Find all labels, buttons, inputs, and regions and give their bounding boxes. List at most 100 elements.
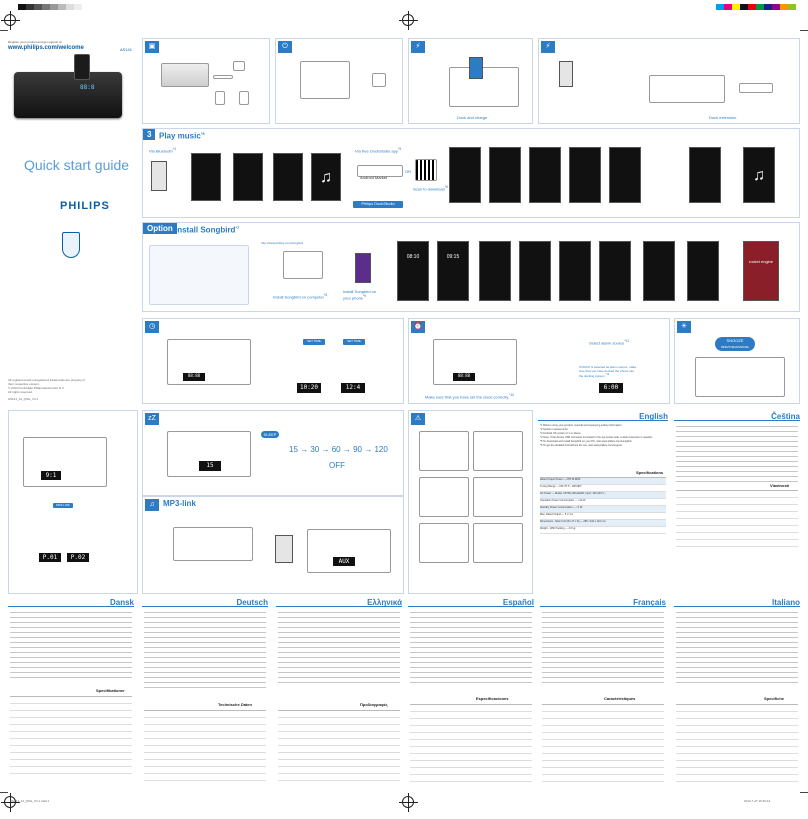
philips-shield-logo bbox=[62, 232, 80, 258]
francais-spec-title: Caractéristiques bbox=[604, 696, 636, 701]
songbird-screen-5 bbox=[559, 241, 591, 301]
product-image: 88:8 bbox=[14, 54, 122, 118]
color-swatch-bar bbox=[716, 4, 796, 10]
set-time-button-2[interactable]: SET TIME bbox=[343, 339, 365, 345]
espanol-spec-table bbox=[410, 704, 532, 782]
songbird-screen-4 bbox=[519, 241, 551, 301]
play-music-title: Play music*3 bbox=[159, 131, 205, 141]
bt-screen-1 bbox=[191, 153, 221, 201]
dansk-heading-bar: Dansk bbox=[8, 598, 134, 607]
panel-set-clock: ◷ 88:88 SET TIME SET TIME 10:20 12:4 bbox=[142, 318, 404, 404]
songbird-screen-album: rocket engine bbox=[743, 241, 779, 301]
booklet-1 bbox=[215, 91, 225, 105]
espanol-spec-title: Especificaciones bbox=[476, 696, 509, 701]
extension-dock-closeup bbox=[649, 75, 725, 103]
cestina-spec-title: Vlastnosti bbox=[770, 483, 790, 488]
cestina-heading-bar: Čeština bbox=[674, 412, 800, 421]
songbird-phone bbox=[355, 253, 371, 283]
ellinika-text-lines bbox=[278, 612, 400, 687]
sleep-button[interactable]: SLEEP bbox=[261, 431, 279, 438]
app-screen-4 bbox=[569, 147, 601, 203]
italiano-text-lines bbox=[676, 612, 798, 687]
speaker-back-view bbox=[300, 61, 350, 99]
snooze-button[interactable]: SNOOZE BRIGHTNESS/SNOOZE bbox=[715, 337, 755, 351]
panel-install-songbird: Option Install Songbird*7 http://www.phi… bbox=[142, 222, 800, 312]
crop-line bbox=[0, 792, 8, 793]
extension-piece bbox=[739, 83, 773, 93]
speaker-dock-view bbox=[449, 67, 519, 107]
sleep-sequence: 15 → 30 → 60 → 90 → 120 bbox=[289, 445, 388, 454]
songbird-url[interactable]: http://www.philips.com/songbird bbox=[261, 241, 304, 245]
safety-illustration-4 bbox=[473, 477, 523, 517]
warning-icon: ⚠ bbox=[411, 413, 425, 425]
francais-spec-table bbox=[542, 704, 664, 782]
cestina-text-lines bbox=[676, 426, 798, 486]
via-bluetooth-label: Via Bluetooth*4 bbox=[149, 147, 176, 154]
footer-file-name: AS141_12_QSG_V4.1.indd 1 bbox=[10, 799, 50, 803]
crop-line bbox=[800, 792, 808, 793]
usb-extension bbox=[213, 75, 233, 79]
scan-to-download-label: Scan to download*6 bbox=[413, 185, 448, 192]
registration-mark-top-left bbox=[1, 11, 20, 30]
phone-top-connector bbox=[559, 61, 573, 87]
francais-heading-bar: Français bbox=[540, 598, 666, 607]
cestina-spec-table bbox=[676, 490, 798, 547]
panel-play-music: 3 Play music*3 Via Bluetooth*4 ♫ Via fre… bbox=[142, 128, 800, 218]
italiano-spec-table bbox=[676, 704, 798, 782]
footer-timestamp: 2012-7-27 15:40:12 bbox=[744, 799, 771, 803]
sync-diagram bbox=[149, 245, 249, 305]
set-time-button-1[interactable]: SET TIME bbox=[303, 339, 325, 345]
italiano-spec-title: Specifiche bbox=[764, 696, 785, 701]
sleep-icon: zZ bbox=[145, 413, 159, 425]
francais-heading: Français bbox=[633, 598, 666, 607]
make-sure-clock-note: Make sure that you have set the clock co… bbox=[425, 393, 515, 400]
safety-illustration-6 bbox=[473, 523, 523, 563]
clock-lcd: 88:88 bbox=[183, 373, 205, 381]
english-spec-table: Rated Output Power — 2X5 W RMS Tuning Ra… bbox=[540, 477, 666, 534]
register-line: Register your product and get support at bbox=[8, 40, 62, 44]
deutsch-text-lines bbox=[144, 612, 266, 692]
dock-extension-label: Dock extension bbox=[709, 115, 737, 120]
mp3-link-icon: ♫ bbox=[145, 499, 159, 511]
panel-dock-and-charge: ⚡ Dock and charge bbox=[408, 38, 533, 124]
product-clock-display: 88:8 bbox=[80, 84, 95, 91]
brightness-icon: ☀ bbox=[677, 321, 691, 333]
safety-illustration-5 bbox=[419, 523, 469, 563]
alarm-time-display: 6:00 bbox=[599, 383, 623, 393]
model-number: AS141 bbox=[120, 47, 133, 52]
safety-illustration-1 bbox=[419, 431, 469, 471]
app-screen-1 bbox=[449, 147, 481, 203]
ellinika-spec-title: Προδιαγραφές bbox=[360, 702, 388, 707]
bt-screen-3 bbox=[273, 153, 303, 201]
panel-what-in-box: ▣ bbox=[142, 38, 270, 124]
espanol-heading-bar: Español bbox=[408, 598, 534, 607]
dansk-text-lines bbox=[10, 612, 132, 682]
dansk-heading: Dansk bbox=[109, 598, 134, 607]
speaker-aux-view bbox=[307, 529, 391, 573]
panel-dock-extension: ⚡ Dock extension bbox=[538, 38, 800, 124]
crop-line bbox=[800, 30, 808, 31]
legal-notice: All registered and unregistered trademar… bbox=[8, 378, 86, 401]
box-icon: ▣ bbox=[145, 41, 159, 53]
english-notes: *1 Before using your product, read all a… bbox=[540, 424, 653, 447]
dock-step-icon: ⚡ bbox=[411, 41, 425, 53]
panel-sleep-timer: zZ 15 SLEEP 15 → 30 → 60 → 90 → 120 OFF bbox=[142, 410, 404, 496]
qr-code[interactable] bbox=[415, 159, 437, 181]
speaker-preset-view bbox=[23, 437, 107, 487]
mp3-link-button[interactable]: MP3-LINK bbox=[53, 503, 73, 508]
step-3-number: 3 bbox=[143, 129, 156, 140]
welcome-url[interactable]: www.philips.com/welcome bbox=[8, 45, 84, 51]
songbird-screen-8 bbox=[687, 241, 719, 301]
registration-mark-top-center bbox=[399, 11, 418, 30]
or-label: OR bbox=[405, 169, 411, 174]
alarm-lcd: 88:88 bbox=[453, 373, 475, 381]
android-market-badge[interactable]: Android Market bbox=[357, 165, 403, 180]
dansk-spec-title: Specifikationer bbox=[96, 688, 125, 693]
app-screen-6 bbox=[689, 147, 721, 203]
philips-dockstudio-badge[interactable]: Philips DockStudio bbox=[353, 201, 403, 208]
songbird-screen-1: 08:10 bbox=[397, 241, 429, 301]
app-screen-music: ♫ bbox=[743, 147, 775, 203]
app-screen-3 bbox=[529, 147, 561, 203]
italiano-heading-bar: Italiano bbox=[674, 598, 800, 607]
sleep-off: OFF bbox=[329, 461, 345, 470]
